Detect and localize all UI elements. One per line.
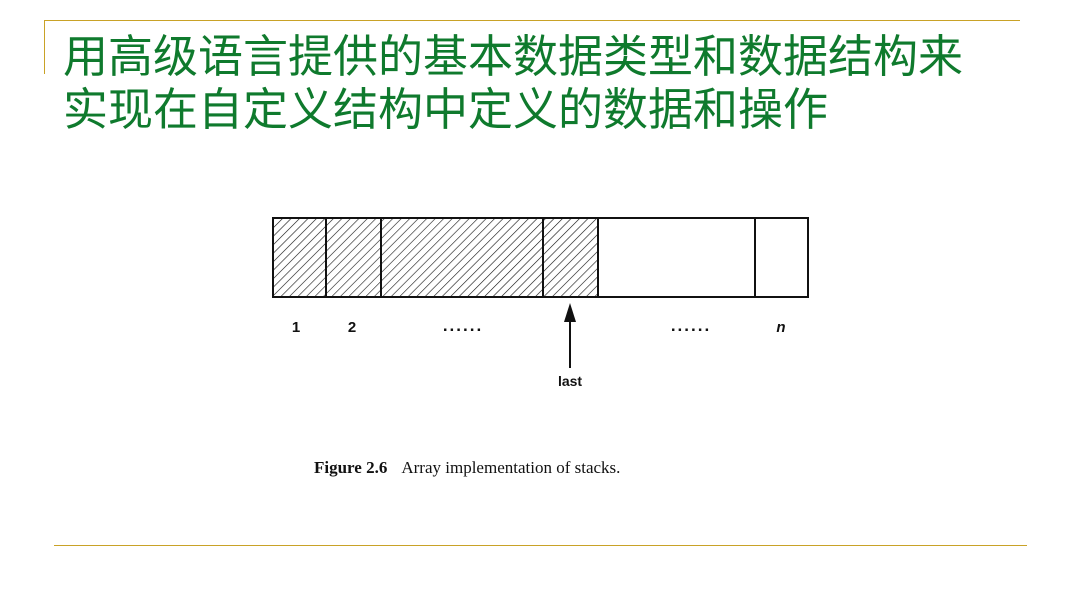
title-line-1: 用高级语言提供的基本数据类型和数据结构来: [63, 30, 964, 83]
pointer-label-last: last: [558, 373, 582, 389]
index-label-n: n: [776, 319, 785, 336]
index-label-2: 2: [348, 319, 356, 336]
array-cell-middle: [380, 217, 544, 298]
array-cell-2: [325, 217, 382, 298]
array-cell-n: [754, 217, 809, 298]
figure-caption-text: Array implementation of stacks.: [401, 458, 621, 477]
slide-title: 用高级语言提供的基本数据类型和数据结构来 实现在自定义结构中定义的数据和操作: [63, 30, 1063, 136]
title-line-2: 实现在自定义结构中定义的数据和操作: [63, 83, 829, 136]
left-rule: [44, 20, 45, 74]
array-empty-region: [597, 217, 756, 298]
bottom-rule: [54, 545, 1027, 546]
index-ellipsis-left: ......: [443, 316, 483, 335]
last-pointer-arrow: [564, 303, 576, 368]
top-rule: [44, 20, 1020, 21]
index-label-1: 1: [292, 319, 300, 336]
figure-caption-number: Figure 2.6: [314, 458, 388, 477]
array-cell-last: [542, 217, 599, 298]
array-cell-1: [272, 217, 327, 298]
figure-caption: Figure 2.6 Array implementation of stacks…: [314, 458, 620, 478]
index-ellipsis-right: ......: [671, 316, 711, 335]
